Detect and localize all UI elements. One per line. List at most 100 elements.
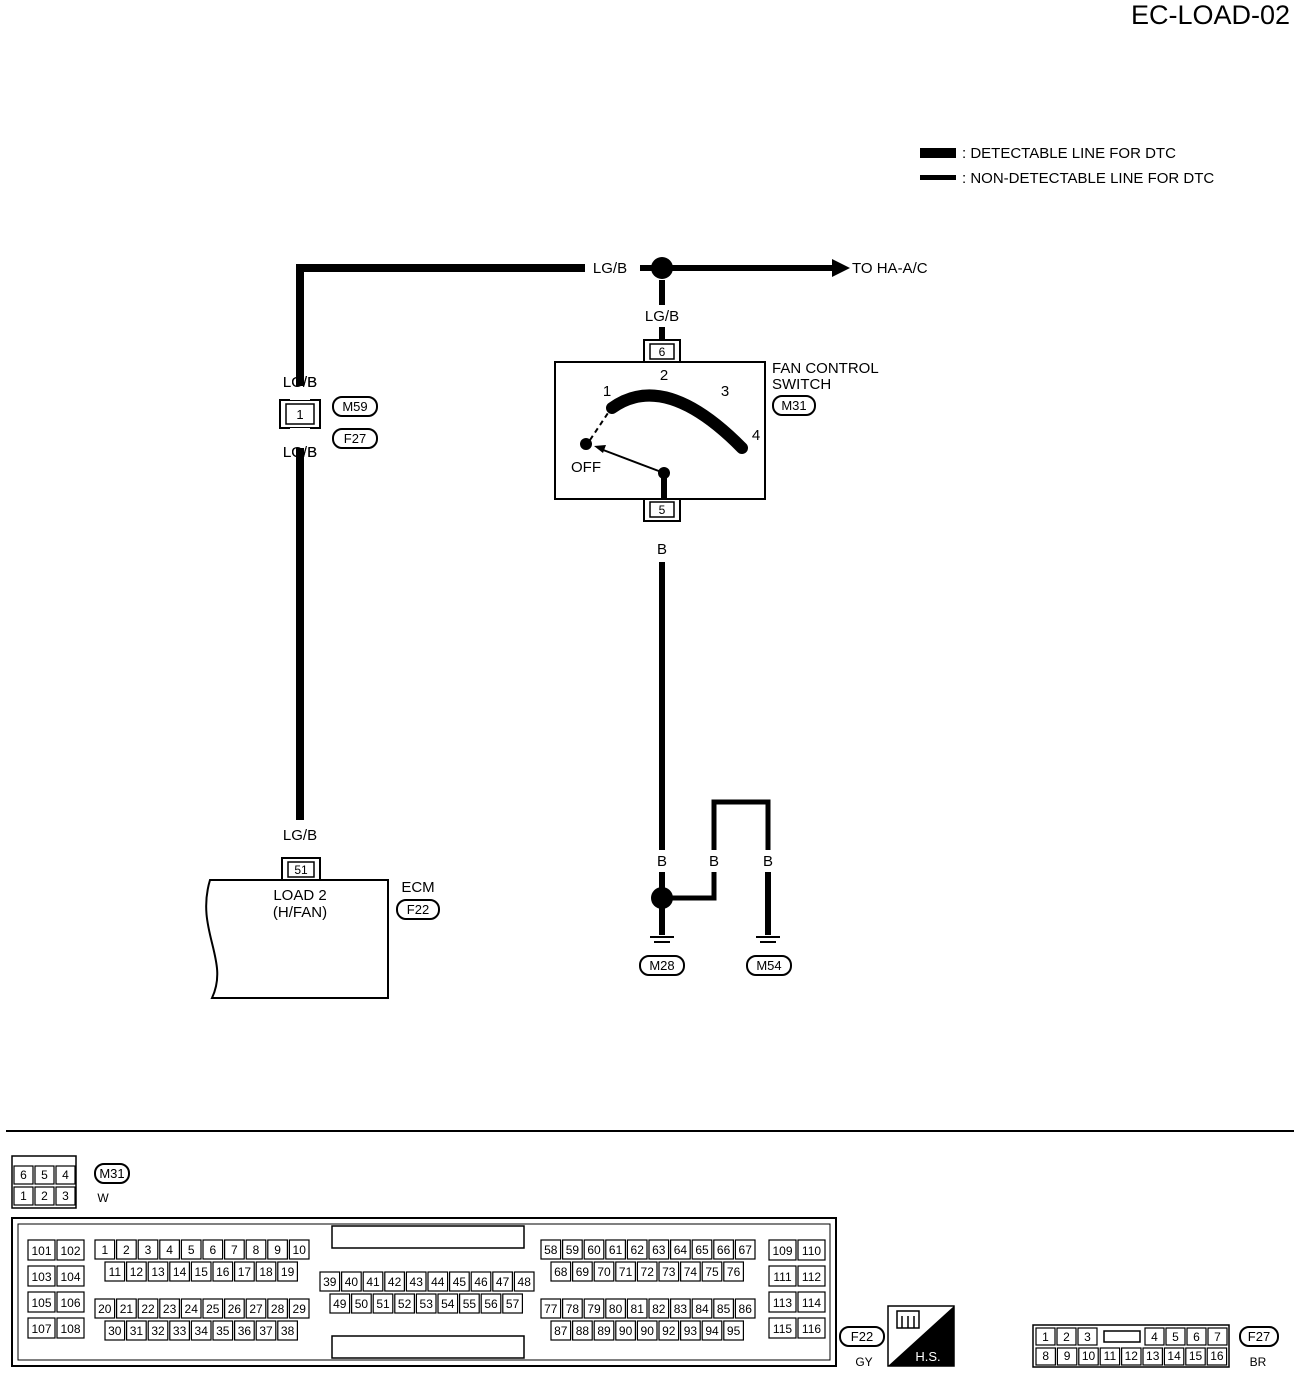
fan-control-switch: 6 FAN CONTROL SWITCH M31 1 2 3 4 OFF 5 — [554, 339, 879, 522]
lgb-circuit: TO HA-A/C LG/B LG/B LG/B 1 M59 F27 LG/B … — [279, 257, 928, 820]
connector-pin-cell — [34, 1165, 55, 1185]
legend-thick-line — [920, 148, 956, 158]
connector-pin-number: 11 — [1104, 1349, 1117, 1363]
connector-pin-cell — [104, 1320, 126, 1341]
f22-face-color: GY — [855, 1355, 872, 1369]
connector-pin-number: 6 — [209, 1243, 216, 1257]
connector-pin-cell — [190, 1261, 212, 1282]
wire-label-b-3: B — [763, 853, 773, 870]
connector-pin-number: 2 — [1063, 1330, 1070, 1344]
connector-pin-cell — [267, 1298, 288, 1319]
connector-pin-cell — [797, 1317, 826, 1339]
connector-pin-cell — [159, 1298, 181, 1319]
f27-code: F27 — [344, 431, 366, 446]
connector-pin-cell — [94, 1239, 116, 1260]
lgb-wire-left — [296, 264, 585, 820]
connector-pin-cell — [56, 1317, 85, 1339]
connector-pin-number: 18 — [259, 1265, 273, 1279]
b-wire-jumper-high — [711, 799, 771, 850]
connector-pin-number: 4 — [166, 1243, 173, 1257]
connector-pin-number: 23 — [163, 1302, 177, 1316]
connector-pin-cell — [513, 1271, 535, 1292]
connector-pin-number: 105 — [31, 1296, 51, 1310]
connector-pin-number: 13 — [151, 1265, 165, 1279]
connector-pin-number: 65 — [695, 1243, 709, 1257]
connector-pin-cell — [691, 1239, 713, 1260]
connector-pin-cell — [125, 1261, 147, 1282]
m28-connector-tag — [639, 955, 685, 976]
connector-pin-cell — [669, 1239, 691, 1260]
connector-pin-cell — [56, 1239, 85, 1261]
connector-pin-cell — [723, 1320, 744, 1341]
connector-pin-number: 71 — [619, 1265, 633, 1279]
connector-pin-cell — [288, 1298, 310, 1319]
connector-pin-number: 102 — [60, 1244, 80, 1258]
connector-pin-cell — [701, 1320, 723, 1341]
connector-pin-number: 4 — [1151, 1330, 1158, 1344]
f27-face-color: BR — [1250, 1355, 1267, 1369]
connector-pin-cell — [713, 1239, 734, 1260]
connector-pin-cell — [768, 1239, 797, 1261]
connector-pin-number: 1 — [101, 1243, 108, 1257]
connector-pin-cell — [13, 1165, 34, 1185]
connector-pin-number: 43 — [410, 1275, 424, 1289]
connector-pin-number: 70 — [597, 1265, 611, 1279]
connector-pin-number: 53 — [420, 1297, 434, 1311]
switch-title-2: SWITCH — [772, 376, 831, 393]
b-wire-jumper-low — [672, 872, 717, 901]
connector-pin-number: 86 — [739, 1302, 753, 1316]
wire-label-lgb-f27-overlay: LG/B — [283, 444, 317, 461]
connector-pin-number: 12 — [130, 1265, 144, 1279]
connector-pin-number: 41 — [366, 1275, 380, 1289]
connector-pin-cell — [202, 1298, 224, 1319]
connector-pin-number: 62 — [631, 1243, 645, 1257]
connector-pin-cell — [137, 1298, 159, 1319]
connector-pin-number: 94 — [705, 1324, 719, 1338]
m59-connector-tag — [332, 396, 378, 417]
connector-pin-number: 77 — [544, 1302, 558, 1316]
switch-dashed-link — [589, 409, 611, 441]
connector-pin-number: 2 — [123, 1243, 130, 1257]
connector-pin-number: 5 — [1172, 1330, 1179, 1344]
connector-pin-cell — [1078, 1347, 1099, 1366]
connector-pin-cell — [593, 1320, 615, 1341]
ecm-body — [205, 879, 389, 999]
connector-pin-cell — [115, 1239, 137, 1260]
connector-pin-cell — [277, 1261, 298, 1282]
connector-pin-cell — [319, 1271, 341, 1292]
connector-pin-cell — [1165, 1327, 1186, 1346]
ecm-block: LG/B 51 LOAD 2 (H/FAN) ECM F22 — [205, 827, 440, 999]
connector-pin-number: 29 — [293, 1302, 307, 1316]
connector-pin-cell — [212, 1320, 234, 1341]
connector-pin-cell — [583, 1298, 605, 1319]
connector-pin-cell — [1207, 1327, 1228, 1346]
connector-pin-number: 37 — [259, 1324, 273, 1338]
connector-pin-number: 106 — [60, 1296, 80, 1310]
connector-pin-cell — [459, 1293, 480, 1314]
connector-pin-number: 87 — [554, 1324, 568, 1338]
connector-pin-cell — [115, 1298, 137, 1319]
connector-pin-cell — [224, 1298, 245, 1319]
connector-pin-cell — [1056, 1327, 1077, 1346]
connector-pin-number: 17 — [238, 1265, 252, 1279]
splice-junction-ground — [651, 887, 673, 909]
connector-pin-cell — [245, 1298, 267, 1319]
connector-pin-number: 15 — [195, 1265, 209, 1279]
m54-connector-tag — [746, 955, 792, 976]
f22-face-code: F22 — [851, 1329, 873, 1344]
connector-pin-number: 95 — [727, 1324, 741, 1338]
connector-pin-number: 74 — [684, 1265, 698, 1279]
connector-pin-cell — [362, 1271, 384, 1292]
connector-pin-cell — [1035, 1327, 1056, 1346]
connector-pin-cell — [1163, 1347, 1185, 1366]
connector-pin-number: 68 — [554, 1265, 568, 1279]
connector-pin-cell — [492, 1271, 513, 1292]
connector-pin-cell — [502, 1293, 523, 1314]
connector-pin-number: 52 — [398, 1297, 412, 1311]
connector-pin-number: 61 — [609, 1243, 623, 1257]
connector-pin-cell — [267, 1239, 288, 1260]
connector-pin-cell — [691, 1298, 713, 1319]
connector-pin-cell — [648, 1239, 670, 1260]
connector-pin-number: 14 — [173, 1265, 187, 1279]
connector-pin-cell — [245, 1239, 267, 1260]
